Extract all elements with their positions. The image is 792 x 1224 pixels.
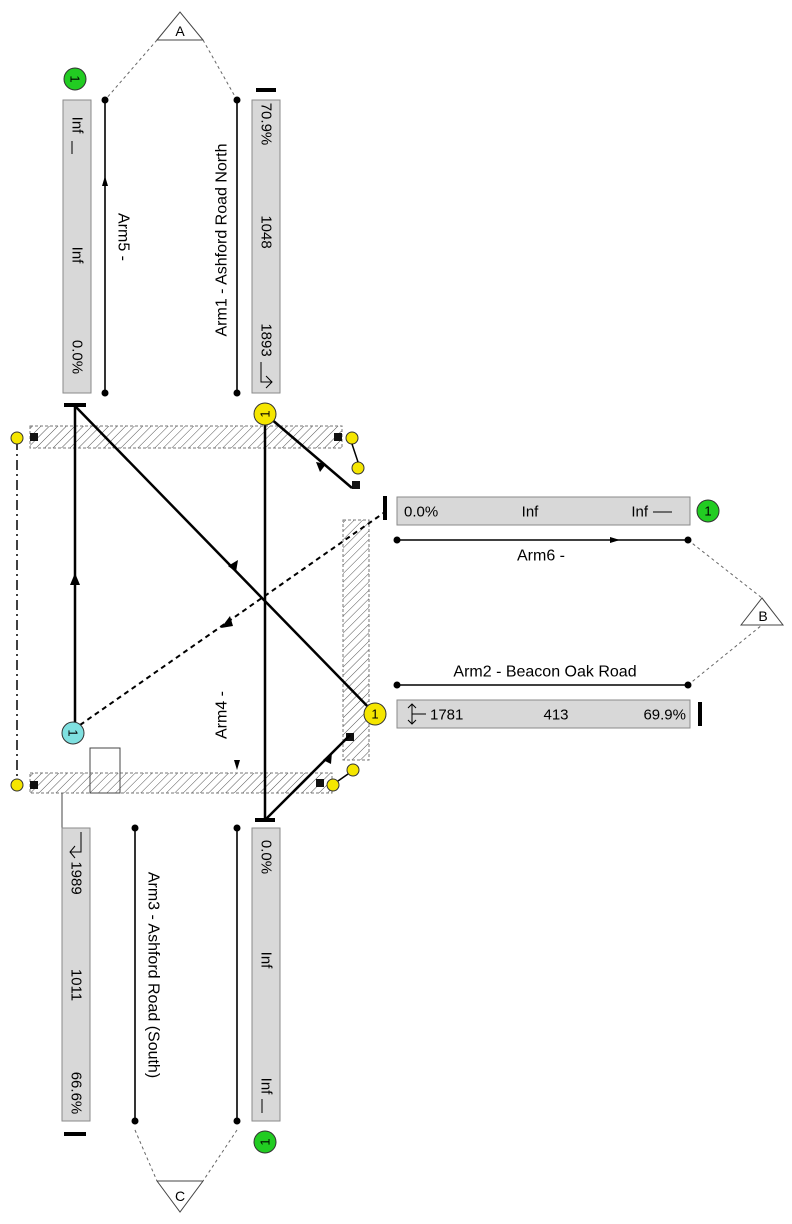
arm3-group[interactable]: 1 1989 1011 66.6% Arm3 - Ashford Road (S… [61,721,162,1125]
link-arm3-dashed-arrow [221,616,233,628]
arm2-lane-count: 1 [371,707,378,722]
arm6-group[interactable]: 0.0% Inf Inf 1 Arm6 - [393,496,720,565]
arm4-saturation: 0.0% [258,840,275,874]
arm4-lane-badge[interactable] [253,1130,277,1154]
arm5-group[interactable]: 1 Inf Inf 0.0% Arm5 - [62,67,132,397]
east-stopline-area [342,519,370,761]
arm1-capacity: 1048 [258,215,275,248]
arm2-lane-badge[interactable] [363,702,387,726]
arm1-name: Arm1 - Ashford Road North [214,144,231,337]
north-stopline-area [29,425,343,449]
junction-c-marker[interactable]: C [156,1180,204,1213]
arm2-name: Arm2 - Beacon Oak Road [453,664,636,681]
arm2-flow: 1781 [430,707,463,724]
arm5-capacity: Inf [69,247,86,265]
arm5-flow: Inf [69,117,86,135]
arm6-saturation: 0.0% [404,504,438,521]
junction-b-label: B [758,608,767,624]
arm6-name: Arm6 - [517,548,565,565]
arm2-turn-icon [407,703,426,725]
junction-b-links [687,539,763,686]
arm2-stat-box [396,699,691,729]
arm6-stat-box [396,496,691,526]
arm1-stat-box [251,99,281,394]
arm1-turn-icon [260,362,273,389]
arm1-lane-badge[interactable] [253,402,277,426]
arm6-flow: Inf [631,504,649,521]
arm4-lane-count: 1 [258,1138,273,1145]
link-arm2-to-arm4 [264,734,351,821]
junction-a-links [104,39,238,101]
arm6-capacity: Inf [522,504,540,521]
arm4-flow: Inf [258,1078,275,1096]
stop-bars [64,88,702,1136]
arm5-stat-box [62,99,92,394]
arm5-lane-count: 1 [68,75,83,82]
arm1-group[interactable]: Arm1 - Ashford Road North 70.9% 1048 189… [214,96,281,426]
arm4-name: Arm4 - [214,691,231,739]
arm2-capacity: 413 [543,707,568,724]
link-arm1-to-arm6 [269,417,353,489]
arm1-saturation: 70.9% [258,103,275,146]
south-stopline-area [29,772,333,794]
arm3-lane-badge[interactable] [61,721,85,745]
link-arm2-arrow [228,560,238,572]
arm3-stat-box [61,827,91,1122]
arm1-lane-count: 1 [258,410,273,417]
arm2-group[interactable]: Arm2 - Beacon Oak Road 1781 413 69.9% 1 [363,664,692,729]
junction-a-marker[interactable]: A [155,11,205,41]
arm3-flow: 1989 [68,861,85,894]
arm3-capacity: 1011 [68,969,85,1001]
arm6-lane-count: 1 [704,504,711,519]
corner-nodes [10,431,365,792]
junction-c-label: C [175,1188,185,1204]
junction-c-links [134,1129,238,1182]
link-arm3-to-arm6 [79,511,386,726]
arm3-name: Arm3 - Ashford Road (South) [145,872,162,1078]
arm4-group[interactable]: Arm4 - 0.0% Inf Inf 1 [214,691,281,1154]
arm5-name: Arm5 - [115,213,132,261]
junction-a-label: A [175,23,185,39]
link-arm2-to-arm5 [74,405,376,715]
arm6-lane-badge[interactable] [696,499,720,523]
link-arm3-arrow [70,573,80,585]
arm4-stat-box [251,827,281,1122]
junction-b-marker[interactable]: B [739,597,785,626]
arm1-flow: 1893 [258,323,275,356]
link-arm2-left-arrow [323,752,332,764]
arm3-saturation: 66.6% [68,1072,85,1115]
arm3-turn-icon [69,832,82,859]
crossing-marker [89,747,121,794]
arm5-lane-badge[interactable] [63,67,87,91]
arm4-capacity: Inf [258,952,275,970]
arm3-lane-count: 1 [66,729,81,736]
arm5-saturation: 0.0% [69,340,86,374]
arm2-saturation: 69.9% [643,707,686,724]
link-arm1-right-arrow [316,462,326,472]
